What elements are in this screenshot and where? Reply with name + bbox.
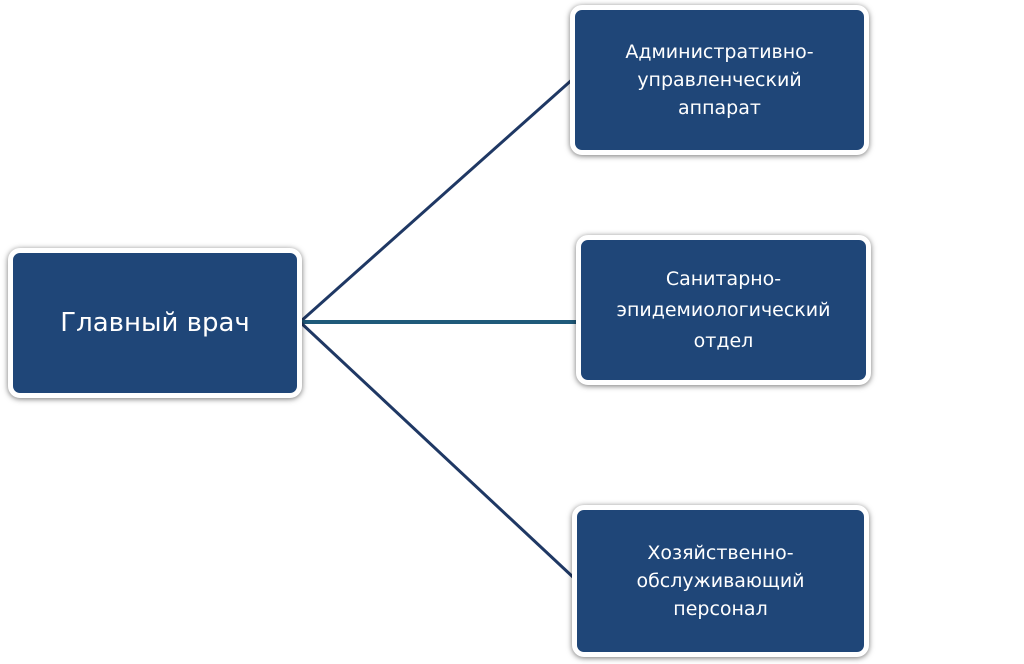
node-sanitary-epidemiological-department-label: Санитарно- эпидемиологический отдел	[616, 267, 831, 352]
connector-to-service	[298, 320, 576, 580]
node-chief-doctor[interactable]: Главный врач	[8, 248, 302, 398]
node-maintenance-staff[interactable]: Хозяйственно- обслуживающий персонал	[572, 505, 869, 657]
connector-to-admin	[299, 76, 575, 324]
node-administrative-staff-label: Административно- управленческий аппарат	[625, 41, 814, 119]
node-chief-doctor-label: Главный врач	[60, 308, 250, 338]
node-maintenance-staff-label: Хозяйственно- обслуживающий персонал	[636, 542, 805, 620]
node-administrative-staff[interactable]: Административно- управленческий аппарат	[570, 5, 869, 155]
node-sanitary-epidemiological-department[interactable]: Санитарно- эпидемиологический отдел	[576, 235, 871, 385]
